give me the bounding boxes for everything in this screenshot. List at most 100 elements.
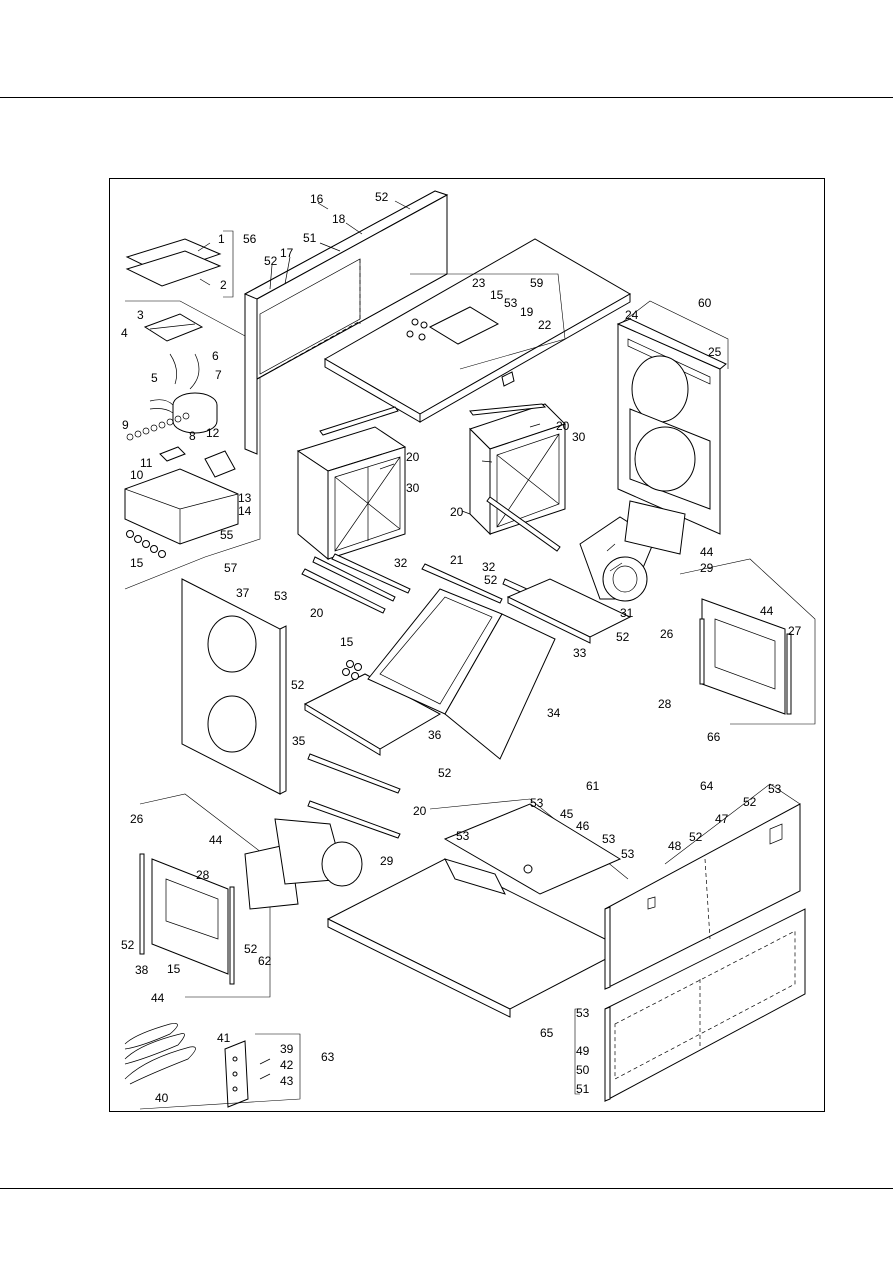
- callout: 12: [206, 426, 220, 440]
- callout: 51: [303, 231, 317, 245]
- callout: 20: [556, 419, 570, 433]
- callout: 53: [504, 296, 518, 310]
- callout: 53: [768, 782, 782, 796]
- callout: 35: [292, 734, 306, 748]
- callout: 40: [155, 1091, 169, 1105]
- callout: 29: [380, 854, 394, 868]
- callout: 19: [520, 305, 534, 319]
- callout: 52: [689, 830, 703, 844]
- part-base-61: [326, 798, 629, 1018]
- part-access-door-62: [139, 793, 363, 998]
- callout: 33: [573, 646, 587, 660]
- leader-lines: [197, 200, 623, 572]
- header-rule: [0, 97, 893, 98]
- callout: 32: [482, 560, 496, 574]
- callout: 4: [121, 326, 128, 340]
- footer-rule: [0, 1188, 893, 1189]
- callout: 43: [280, 1074, 294, 1088]
- part-filter-30-right: [469, 403, 566, 552]
- callout: 23: [472, 276, 486, 290]
- callout: 55: [220, 528, 234, 542]
- callout: 18: [332, 212, 346, 226]
- callout: 63: [321, 1050, 335, 1064]
- callout: 29: [700, 561, 714, 575]
- callout: 52: [264, 254, 278, 268]
- callout: 52: [616, 630, 630, 644]
- part-rear-panel-60: [616, 300, 729, 535]
- part-drain-tray-35: [303, 660, 442, 756]
- part-heater-63: [124, 1023, 301, 1110]
- part-filter-grid-34: [367, 588, 556, 760]
- callout: 49: [576, 1044, 590, 1058]
- callout: 15: [490, 288, 504, 302]
- callout: 20: [310, 606, 324, 620]
- callout: 50: [576, 1063, 590, 1077]
- callout: 39: [280, 1042, 294, 1056]
- callout: 15: [340, 635, 354, 649]
- callout: 16: [310, 192, 324, 206]
- callout: 34: [547, 706, 561, 720]
- callout: 24: [625, 308, 639, 322]
- callout: 6: [212, 349, 219, 363]
- callout: 8: [189, 429, 196, 443]
- part-rails-20: [301, 553, 539, 614]
- callout: 20: [406, 450, 420, 464]
- callout: 22: [538, 318, 552, 332]
- callout: 9: [122, 418, 129, 432]
- callout: 32: [394, 556, 408, 570]
- callout: 44: [760, 604, 774, 618]
- callout: 26: [130, 812, 144, 826]
- callout: 52: [743, 795, 757, 809]
- callout: 44: [700, 545, 714, 559]
- callout: 46: [576, 819, 590, 833]
- callout: 17: [280, 246, 294, 260]
- callout: 48: [668, 839, 682, 853]
- callout: 10: [130, 468, 144, 482]
- diagram-frame: 1 2 56 3 4 5 6 7 8 9 10 11 12 13 14 55 1…: [109, 178, 825, 1112]
- callout: 52: [484, 573, 498, 587]
- callout: 2: [220, 278, 227, 292]
- callout: 53: [621, 847, 635, 861]
- callout: 26: [660, 627, 674, 641]
- callout: 31: [620, 606, 634, 620]
- part-top-plate-59: [323, 238, 632, 423]
- callout: 7: [215, 368, 222, 382]
- callout: 5: [151, 371, 158, 385]
- callout: 52: [244, 942, 258, 956]
- callout: 44: [151, 991, 165, 1005]
- callout-labels: 1 2 56 3 4 5 6 7 8 9 10 11 12 13 14 55 1…: [121, 190, 802, 1105]
- callout: 51: [576, 1082, 590, 1096]
- callout: 47: [715, 812, 729, 826]
- part-filter-30-left: [296, 406, 407, 561]
- part-blower-29-right: [579, 500, 686, 602]
- exploded-parts-diagram: 1 2 56 3 4 5 6 7 8 9 10 11 12 13 14 55 1…: [121, 190, 816, 1110]
- callout: 15: [167, 962, 181, 976]
- callout: 57: [224, 561, 238, 575]
- part-front-panel-65: [574, 908, 806, 1102]
- part-side-panel-16: [243, 190, 449, 455]
- part-front-panel-64: [604, 783, 801, 990]
- part-plates-56: [125, 230, 234, 298]
- callout: 59: [530, 276, 544, 290]
- callout: 66: [707, 730, 721, 744]
- callout: 52: [438, 766, 452, 780]
- callout: 1: [218, 232, 225, 246]
- callout: 25: [708, 345, 722, 359]
- callout: 45: [560, 807, 574, 821]
- callout: 56: [243, 232, 257, 246]
- part-electric-box-57: [124, 300, 261, 590]
- part-rails-lower-20: [307, 753, 401, 839]
- callout: 20: [450, 505, 464, 519]
- callout: 53: [602, 832, 616, 846]
- callout: 3: [137, 308, 144, 322]
- callout: 64: [700, 779, 714, 793]
- callout: 38: [135, 963, 149, 977]
- callout: 52: [121, 938, 135, 952]
- part-side-panel-37: [181, 578, 287, 795]
- callout: 20: [413, 804, 427, 818]
- callout: 41: [217, 1031, 231, 1045]
- callout: 52: [375, 190, 389, 204]
- part-access-door-66: [679, 558, 816, 725]
- callout: 15: [130, 556, 144, 570]
- callout: 53: [456, 829, 470, 843]
